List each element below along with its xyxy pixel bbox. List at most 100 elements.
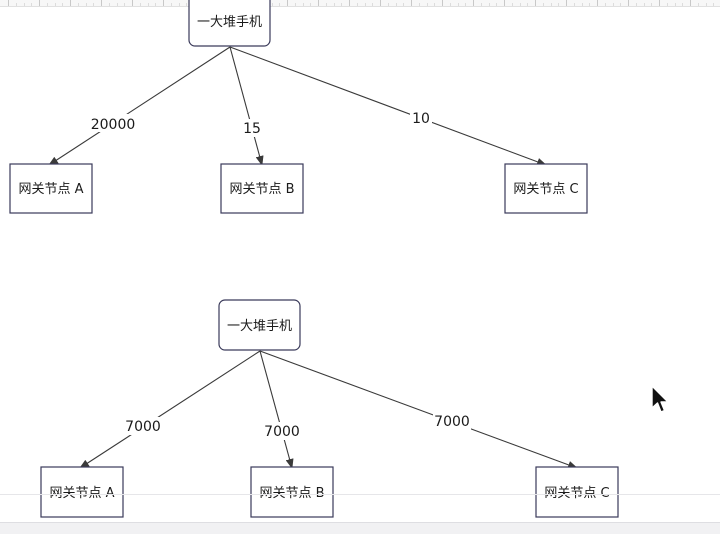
edge-root-to-b[interactable] <box>229 46 264 166</box>
ruler-minor-tick <box>542 3 544 6</box>
ruler-minor-tick <box>356 3 358 6</box>
edge-root-to-b[interactable] <box>259 350 294 469</box>
edge-weight-a: 20000 <box>91 117 136 133</box>
ruler-minor-tick <box>403 3 405 6</box>
ruler-minor-tick <box>519 3 521 6</box>
ruler-minor-tick <box>279 3 281 6</box>
ruler-tick <box>101 0 102 6</box>
ruler-minor-tick <box>635 3 637 6</box>
ruler-minor-tick <box>465 3 467 6</box>
root-node-label: 一大堆手机 <box>197 15 262 30</box>
ruler-minor-tick <box>705 3 707 6</box>
ruler-minor-tick <box>604 3 606 6</box>
ruler-minor-tick <box>682 3 684 6</box>
ruler-tick <box>442 0 443 6</box>
ruler-tick <box>535 0 536 6</box>
gateway-node-c-label: 网关节点 C <box>513 182 578 197</box>
edge-weight-b: 7000 <box>264 424 300 440</box>
ruler-minor-tick <box>170 3 172 6</box>
ruler-minor-tick <box>426 3 428 6</box>
ruler-minor-tick <box>302 3 304 6</box>
ruler-minor-tick <box>108 3 110 6</box>
ruler-minor-tick <box>643 3 645 6</box>
gateway-node-b-label: 网关节点 B <box>259 486 324 501</box>
ruler-tick <box>504 0 505 6</box>
ruler-minor-tick <box>310 3 312 6</box>
ruler-minor-tick <box>31 3 33 6</box>
ruler-minor-tick <box>620 3 622 6</box>
edge-root-to-a[interactable] <box>48 46 231 166</box>
ruler-tick <box>411 0 412 6</box>
edge-root-to-c[interactable] <box>259 350 578 469</box>
ruler-tick <box>39 0 40 6</box>
ruler-minor-tick <box>178 3 180 6</box>
gateway-node-a-label: 网关节点 A <box>49 486 114 501</box>
gateway-node-a-label: 网关节点 A <box>18 182 83 197</box>
gateway-node-b[interactable]: 网关节点 B <box>250 466 334 518</box>
ruler-minor-tick <box>434 3 436 6</box>
ruler-minor-tick <box>271 3 273 6</box>
ruler-tick <box>597 0 598 6</box>
ruler-minor-tick <box>713 3 715 6</box>
ruler-tick <box>287 0 288 6</box>
edge-weight-c: 7000 <box>434 414 470 430</box>
ruler-tick <box>132 0 133 6</box>
edge-root-to-c[interactable] <box>229 46 547 166</box>
ruler-minor-tick <box>85 3 87 6</box>
ruler-tick <box>659 0 660 6</box>
ruler-minor-tick <box>666 3 668 6</box>
ruler-minor-tick <box>364 3 366 6</box>
ruler-minor-tick <box>418 3 420 6</box>
ruler-minor-tick <box>372 3 374 6</box>
edge-weight-a: 7000 <box>125 419 161 435</box>
ruler-minor-tick <box>387 3 389 6</box>
ruler-minor-tick <box>333 3 335 6</box>
ruler-tick <box>8 0 9 6</box>
ruler-minor-tick <box>480 3 482 6</box>
ruler-tick <box>380 0 381 6</box>
ruler-minor-tick <box>147 3 149 6</box>
ruler-tick <box>163 0 164 6</box>
ruler-minor-tick <box>488 3 490 6</box>
ruler-minor-tick <box>54 3 56 6</box>
ruler-minor-tick <box>496 3 498 6</box>
ruler-tick <box>690 0 691 6</box>
ruler-minor-tick <box>139 3 141 6</box>
diagram-2: 7000 7000 7000 一大堆手机 网关节点 A 网关节点 B 网关节点 … <box>40 299 619 518</box>
ruler-tick <box>566 0 567 6</box>
ruler-minor-tick <box>449 3 451 6</box>
root-node[interactable]: 一大堆手机 <box>188 0 271 47</box>
root-node[interactable]: 一大堆手机 <box>218 299 301 351</box>
gateway-node-a[interactable]: 网关节点 A <box>40 466 124 518</box>
ruler-minor-tick <box>341 3 343 6</box>
ruler-minor-tick <box>155 3 157 6</box>
ruler-tick <box>628 0 629 6</box>
root-node-label: 一大堆手机 <box>227 319 292 334</box>
ruler-minor-tick <box>294 3 296 6</box>
ruler-tick <box>318 0 319 6</box>
ruler-minor-tick <box>573 3 575 6</box>
ruler-minor-tick <box>15 3 17 6</box>
ruler-minor-tick <box>62 3 64 6</box>
gateway-node-c[interactable]: 网关节点 C <box>535 466 619 518</box>
ruler-minor-tick <box>674 3 676 6</box>
ruler-tick <box>349 0 350 6</box>
ruler-minor-tick <box>612 3 614 6</box>
edge-root-to-a[interactable] <box>79 350 261 469</box>
ruler-minor-tick <box>186 3 188 6</box>
ruler-minor-tick <box>93 3 95 6</box>
gateway-node-c[interactable]: 网关节点 C <box>504 163 588 214</box>
ruler-minor-tick <box>325 3 327 6</box>
gateway-node-a[interactable]: 网关节点 A <box>9 163 93 214</box>
ruler-minor-tick <box>651 3 653 6</box>
gateway-node-b[interactable]: 网关节点 B <box>220 163 304 214</box>
ruler-minor-tick <box>116 3 118 6</box>
ruler-minor-tick <box>550 3 552 6</box>
ruler-tick <box>473 0 474 6</box>
bottom-scrollbar-track[interactable] <box>0 522 720 534</box>
ruler-minor-tick <box>581 3 583 6</box>
edge-weight-c: 10 <box>412 111 430 127</box>
ruler-minor-tick <box>511 3 513 6</box>
